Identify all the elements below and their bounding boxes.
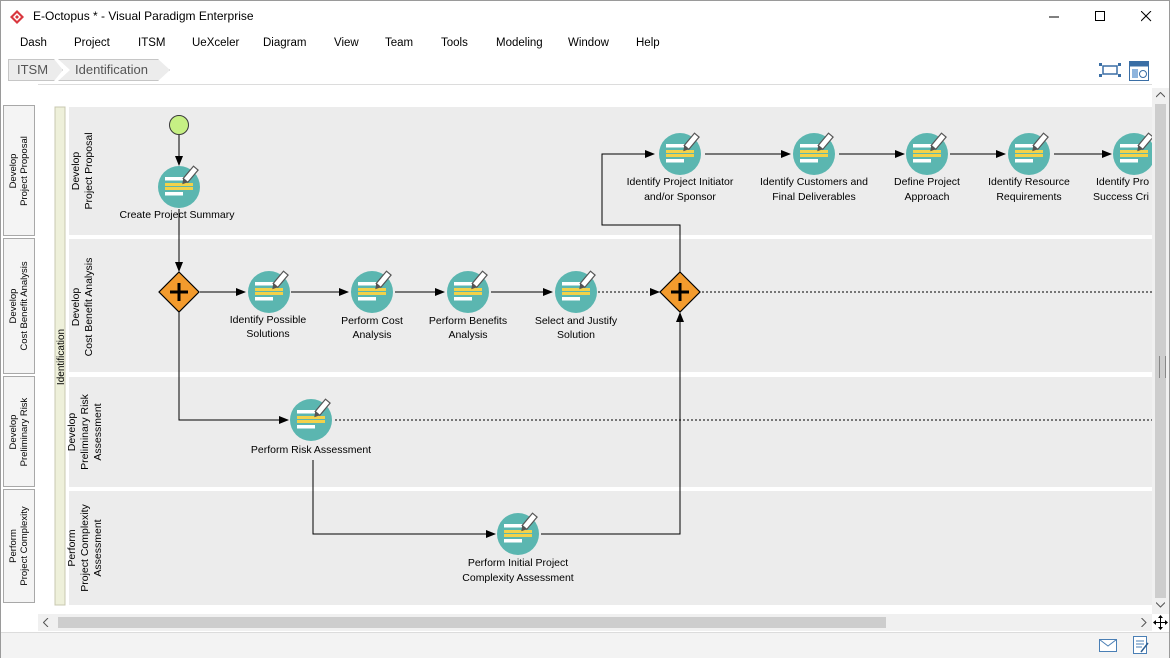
side-tab-label: Perform Project Complexity xyxy=(8,506,30,586)
vertical-scrollbar-thumb[interactable] xyxy=(1155,104,1166,598)
pool-identification[interactable]: Identification xyxy=(54,106,67,606)
menu-window[interactable]: Window xyxy=(568,37,609,49)
start-event[interactable] xyxy=(169,115,189,135)
lane-cost-benefit[interactable]: DevelopCost Benefit Analysis xyxy=(69,239,1152,372)
scroll-left-icon[interactable] xyxy=(43,618,49,627)
lane-preliminary-risk[interactable]: DevelopPreliminary RiskAssessment xyxy=(66,377,1152,487)
menu-team[interactable]: Team xyxy=(385,37,414,49)
side-tab-cost-benefit[interactable]: Develop Cost Benefit Analysis xyxy=(3,238,35,374)
task-label: Perform Risk Assessment xyxy=(251,444,371,456)
menu-diagram[interactable]: Diagram xyxy=(263,37,307,49)
task-create-project-summary[interactable]: Create Project Summary xyxy=(120,165,236,221)
breadcrumb-identification[interactable]: Identification xyxy=(58,59,170,81)
menu-bar: Dash Project ITSM UeXceler Diagram View … xyxy=(1,32,1169,56)
scroll-down-icon[interactable] xyxy=(1156,602,1165,608)
parallel-gateway-join[interactable] xyxy=(659,271,701,313)
window-title: E-Octopus * - Visual Paradigm Enterprise xyxy=(33,9,254,23)
lane-project-complexity[interactable]: PerformProject ComplexityAssessment xyxy=(66,491,1152,605)
menu-itsm[interactable]: ITSM xyxy=(138,37,166,49)
horizontal-scrollbar-thumb[interactable] xyxy=(58,617,886,628)
menu-project[interactable]: Project xyxy=(74,37,110,49)
menu-uexceler[interactable]: UeXceler xyxy=(192,37,240,49)
breadcrumb: ITSM Identification xyxy=(1,57,1169,83)
scroll-right-icon[interactable] xyxy=(1141,618,1147,627)
lane-label: DevelopPreliminary RiskAssessment xyxy=(66,393,104,470)
close-button[interactable] xyxy=(1123,1,1169,31)
mail-icon[interactable] xyxy=(1099,639,1117,652)
breadcrumb-itsm[interactable]: ITSM xyxy=(8,59,63,81)
vertical-scrollbar[interactable] xyxy=(1152,88,1169,614)
bpmn-diagram[interactable]: Identification DevelopProject Proposal D… xyxy=(38,85,1152,614)
lane-label: PerformProject ComplexityAssessment xyxy=(66,503,104,591)
side-tab-label: Develop Preliminary Risk xyxy=(8,397,30,466)
scroll-grip-icon xyxy=(1159,356,1166,378)
minimize-button[interactable] xyxy=(1031,1,1077,31)
task-label: Create Project Summary xyxy=(120,209,236,221)
side-tab-project-complexity[interactable]: Perform Project Complexity xyxy=(3,489,35,603)
maximize-button[interactable] xyxy=(1077,1,1123,31)
parallel-gateway-split[interactable] xyxy=(158,271,200,313)
side-tab-label: Develop Cost Benefit Analysis xyxy=(8,261,30,351)
scroll-up-icon[interactable] xyxy=(1156,92,1165,98)
diagram-canvas[interactable]: Identification DevelopProject Proposal D… xyxy=(38,84,1152,614)
pool-label: Identification xyxy=(56,329,67,385)
side-tab-label: Develop Project Proposal xyxy=(8,135,30,206)
minimize-icon xyxy=(1048,16,1059,17)
lane-label: DevelopCost Benefit Analysis xyxy=(70,258,95,357)
lane-navigator-tabs: Develop Project Proposal Develop Cost Be… xyxy=(3,84,35,606)
sequence-flows xyxy=(175,135,1152,538)
side-tab-project-proposal[interactable]: Develop Project Proposal xyxy=(3,105,35,236)
lane-label: DevelopProject Proposal xyxy=(70,132,95,209)
document-icon[interactable] xyxy=(1133,636,1149,655)
menu-view[interactable]: View xyxy=(334,37,359,49)
title-bar: E-Octopus * - Visual Paradigm Enterprise xyxy=(1,1,1169,32)
task-perform-risk-assessment[interactable]: Perform Risk Assessment xyxy=(251,398,371,456)
maximize-icon xyxy=(1094,10,1105,21)
menu-modeling[interactable]: Modeling xyxy=(496,37,543,49)
pan-move-icon[interactable] xyxy=(1153,615,1168,630)
menu-dash[interactable]: Dash xyxy=(20,37,47,49)
horizontal-scrollbar[interactable] xyxy=(38,614,1152,631)
status-bar xyxy=(1,632,1169,658)
fit-diagram-icon[interactable] xyxy=(1099,61,1121,79)
menu-tools[interactable]: Tools xyxy=(441,37,468,49)
side-tab-preliminary-risk[interactable]: Develop Preliminary Risk xyxy=(3,376,35,487)
lane-project-proposal[interactable]: DevelopProject Proposal xyxy=(69,107,1152,235)
visual-paradigm-logo xyxy=(10,10,24,24)
diagram-navigator-icon[interactable] xyxy=(1129,61,1149,81)
menu-help[interactable]: Help xyxy=(636,37,660,49)
close-icon xyxy=(1140,10,1151,21)
